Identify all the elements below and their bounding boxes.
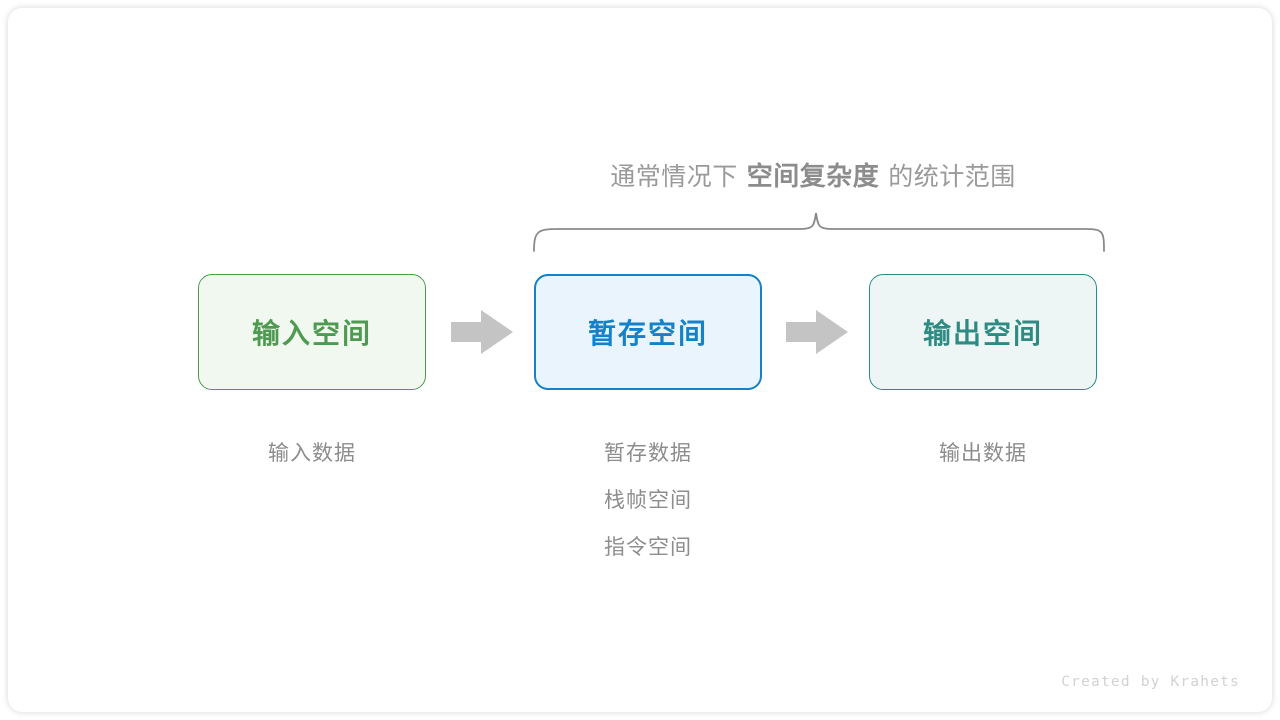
title-prefix: 通常情况下 [610,163,738,191]
caption-line: 输出数据 [939,442,1027,465]
box-temp-space[interactable]: 暂存空间 [534,274,762,390]
caption-line: 指令空间 [604,536,692,559]
box-temp-space-label: 暂存空间 [587,318,708,349]
box-input-space[interactable]: 输入空间 [198,274,426,390]
caption-group-temp: 暂存数据 栈帧空间 指令空间 [518,430,778,571]
page-title: 通常情况下空间复杂度的统计范围 [413,156,1213,193]
curly-brace-icon [533,212,1105,252]
caption-group-output: 输出数据 [853,430,1113,477]
caption-line: 栈帧空间 [604,489,692,512]
caption-line: 暂存数据 [604,442,692,465]
diagram-card: 通常情况下空间复杂度的统计范围 输入空间 暂存空间 输出空间 输入数据 暂存数据 [8,8,1272,712]
title-emphasis: 空间复杂度 [746,161,880,191]
box-output-space[interactable]: 输出空间 [869,274,1097,390]
arrow-right-icon [451,310,513,354]
caption-group-input: 输入数据 [182,430,442,477]
box-input-space-label: 输入空间 [251,318,372,349]
arrow-right-icon [786,310,848,354]
box-output-space-label: 输出空间 [922,318,1043,349]
caption-line: 输入数据 [268,442,356,465]
title-suffix: 的统计范围 [888,163,1016,191]
watermark-credit: Created by Krahets [1061,674,1240,690]
